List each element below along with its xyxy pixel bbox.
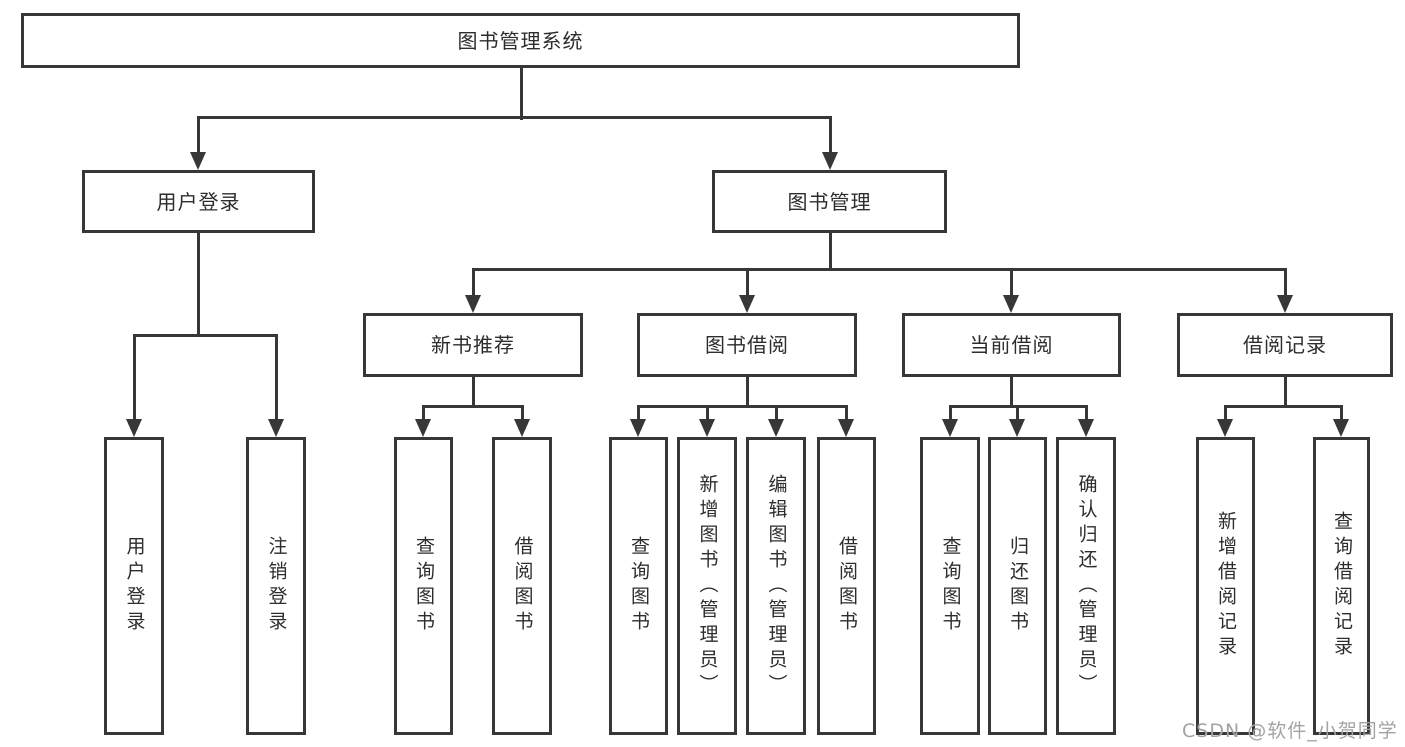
connector-line <box>746 377 749 408</box>
leaf-add-borrow-record: 新增借阅记录 <box>1196 437 1255 735</box>
connector-line <box>472 268 1287 271</box>
connector-line <box>1224 406 1227 421</box>
leaf-query-books-current: 查询图书 <box>920 437 980 735</box>
arrow-down-icon <box>838 419 854 437</box>
arrow-down-icon <box>415 419 431 437</box>
leaf-return-books: 归还图书 <box>988 437 1047 735</box>
arrow-down-icon <box>1277 295 1293 313</box>
connector-line <box>422 405 524 408</box>
arrow-down-icon <box>126 419 142 437</box>
connector-line <box>829 233 832 271</box>
leaf-user-login: 用户登录 <box>104 437 164 735</box>
arrow-down-icon <box>1333 419 1349 437</box>
connector-line <box>949 406 952 421</box>
node-book-management: 图书管理 <box>712 170 947 233</box>
leaf-confirm-return-admin: 确认归还（管理员） <box>1056 437 1116 735</box>
connector-line <box>521 406 524 421</box>
connector-line <box>1340 406 1343 421</box>
connector-line <box>775 406 778 421</box>
connector-line <box>520 68 523 120</box>
connector-line <box>829 117 832 154</box>
connector-line <box>275 335 278 421</box>
arrow-down-icon <box>822 152 838 170</box>
arrow-down-icon <box>1003 295 1019 313</box>
connector-line <box>133 334 278 337</box>
arrow-down-icon <box>768 419 784 437</box>
node-current-borrow: 当前借阅 <box>902 313 1121 377</box>
connector-line <box>197 117 200 154</box>
arrow-down-icon <box>1009 419 1025 437</box>
arrow-down-icon <box>514 419 530 437</box>
node-user-login: 用户登录 <box>82 170 315 233</box>
connector-line <box>472 269 475 297</box>
connector-line <box>422 406 425 421</box>
connector-line <box>1284 269 1287 297</box>
leaf-query-books-recommend: 查询图书 <box>394 437 453 735</box>
arrow-down-icon <box>268 419 284 437</box>
connector-line <box>472 377 475 408</box>
leaf-logout: 注销登录 <box>246 437 306 735</box>
connector-line <box>1085 406 1088 421</box>
arrow-down-icon <box>739 295 755 313</box>
leaf-borrow-books: 借阅图书 <box>817 437 876 735</box>
leaf-edit-books-admin: 编辑图书（管理员） <box>746 437 806 735</box>
leaf-query-books-borrow: 查询图书 <box>609 437 668 735</box>
arrow-down-icon <box>630 419 646 437</box>
leaf-query-borrow-record: 查询借阅记录 <box>1313 437 1370 735</box>
node-book-borrow: 图书借阅 <box>637 313 857 377</box>
csdn-watermark: CSDN @软件_小贺同学 <box>1182 720 1398 742</box>
leaf-borrow-books-recommend: 借阅图书 <box>492 437 552 735</box>
arrow-down-icon <box>1217 419 1233 437</box>
arrow-down-icon <box>190 152 206 170</box>
connector-line <box>1016 406 1019 421</box>
connector-line <box>1010 269 1013 297</box>
connector-line <box>746 269 749 297</box>
connector-line <box>637 406 640 421</box>
node-new-book-recommend: 新书推荐 <box>363 313 583 377</box>
arrow-down-icon <box>465 295 481 313</box>
connector-line <box>1010 377 1013 408</box>
connector-line <box>197 233 200 337</box>
connector-line <box>637 405 848 408</box>
connector-line <box>1224 405 1343 408</box>
connector-line <box>845 406 848 421</box>
node-borrow-records: 借阅记录 <box>1177 313 1393 377</box>
connector-line <box>1284 377 1287 408</box>
arrow-down-icon <box>1078 419 1094 437</box>
leaf-add-books-admin: 新增图书（管理员） <box>677 437 737 735</box>
connector-line <box>197 116 832 119</box>
arrow-down-icon <box>699 419 715 437</box>
connector-line <box>133 335 136 421</box>
node-root-system: 图书管理系统 <box>21 13 1020 68</box>
connector-line <box>706 406 709 421</box>
arrow-down-icon <box>942 419 958 437</box>
